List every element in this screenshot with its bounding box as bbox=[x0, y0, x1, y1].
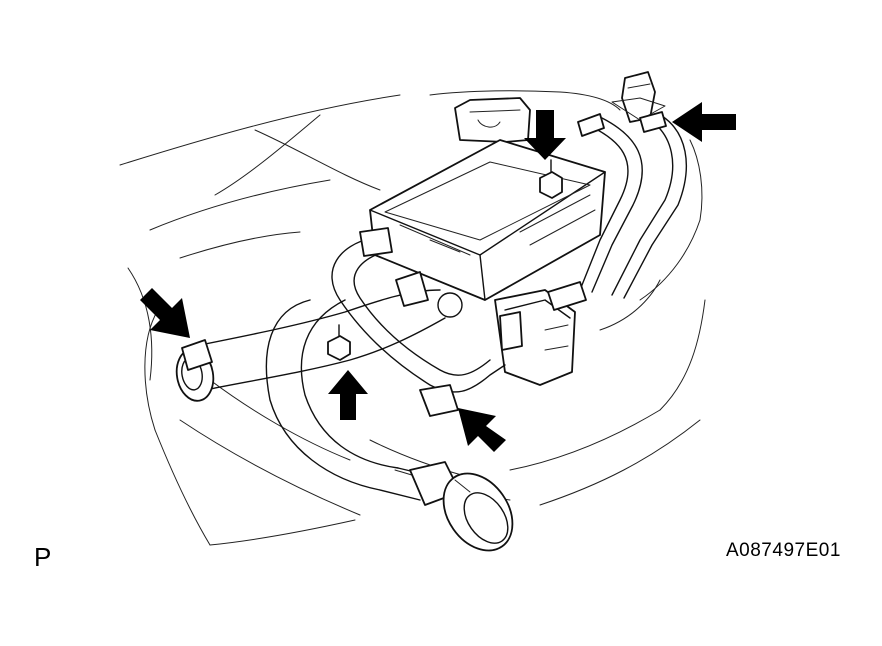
upper-bracket bbox=[454, 97, 531, 143]
hose-clamp-icon bbox=[395, 271, 463, 318]
arrow-pointer-icon bbox=[328, 370, 368, 420]
arrow-pointer-icon bbox=[524, 110, 566, 160]
arrow-pointer-icon bbox=[458, 408, 506, 452]
arrow-pointer-icon bbox=[140, 288, 190, 338]
figure-id: A087497E01 bbox=[726, 540, 841, 561]
mounting-bolt-icon bbox=[539, 159, 563, 199]
corner-label: P bbox=[34, 542, 52, 572]
arrow-pointer-icon bbox=[672, 102, 736, 142]
vehicle-body-panel bbox=[119, 90, 706, 546]
mounting-bolt-icon bbox=[327, 324, 351, 361]
hose-clamp-icon bbox=[181, 339, 213, 371]
breather-hose bbox=[175, 289, 446, 402]
purge-hose bbox=[331, 227, 506, 417]
vacuum-switching-valve bbox=[494, 289, 576, 386]
connector-icon bbox=[611, 71, 666, 123]
evap-pipe-pair bbox=[547, 111, 688, 311]
fuel-inlet-hose bbox=[265, 299, 514, 552]
